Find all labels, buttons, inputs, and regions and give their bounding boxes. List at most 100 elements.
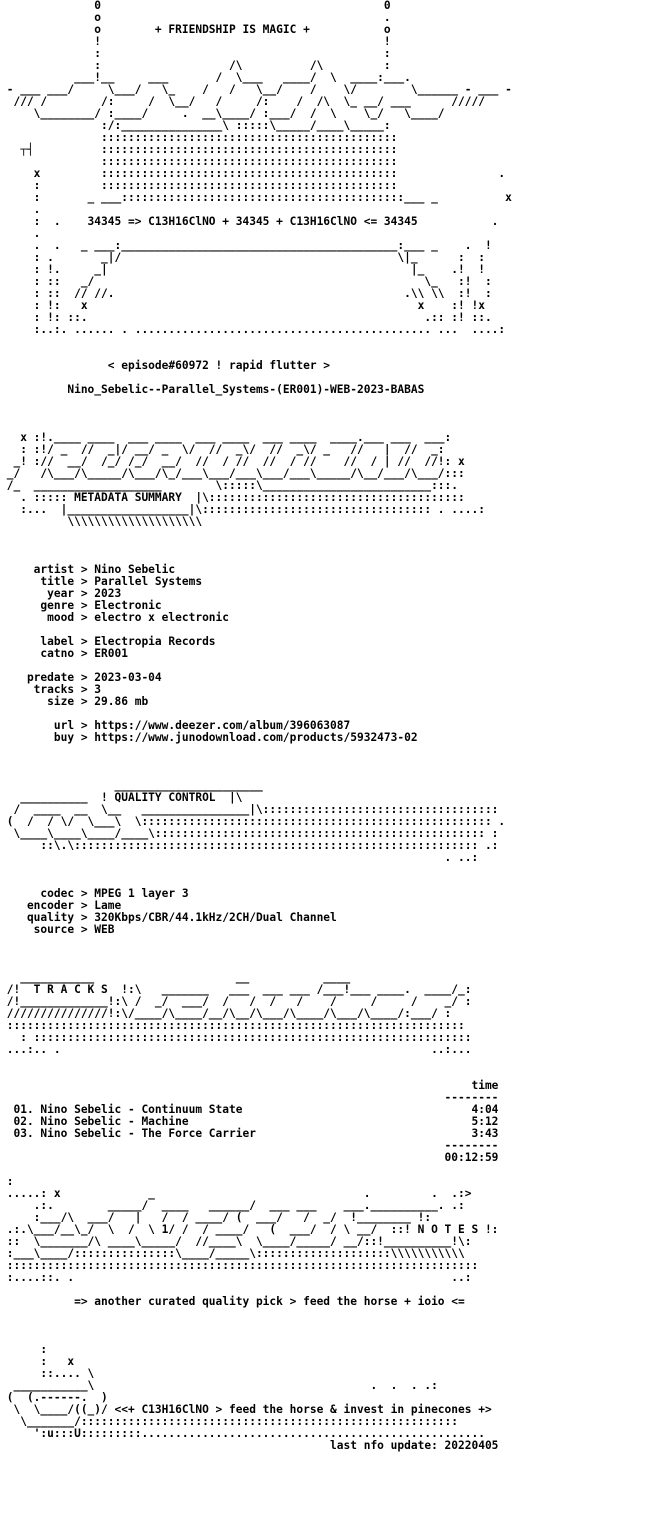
header-art-line: \________/ :____/ . __\____/ :___/ / \ \…: [0, 107, 445, 120]
blank-line: [0, 540, 648, 552]
blank-line: [0, 948, 648, 960]
header-art-line: ___!__ ___ / \___ ____/ \ ____:___.: [0, 71, 411, 84]
blank-line: [0, 1332, 648, 1344]
metadata-banner-line: x :!.____ ____ ___ ____ ___ ____ ___ ___…: [0, 431, 452, 444]
quality-banner-line: ::\.\:::::::::::::::::::::::::::::::::::…: [0, 839, 499, 852]
metadata-row: catno > ER001: [0, 647, 128, 660]
metadata-banner-line: /_ ___________________ \:::::\__________…: [0, 479, 459, 492]
footer-art-line: ':u:::U:::::::::........................…: [0, 1427, 485, 1440]
footer-art-line: ( (.------. ): [0, 1391, 108, 1404]
header-art-line: : _ ___:::::::::::::::::::::::::::::::::…: [0, 191, 512, 204]
blank-line: [0, 396, 648, 408]
header-art-line: : !: x x :! !x: [0, 299, 485, 312]
notes-banner-line: :....::. . ..:: [0, 1271, 472, 1284]
tracks-banner-line: : ::::::::::::::::::::::::::::::::::::::…: [0, 1031, 472, 1044]
header-art-line: ::::::::::::::::::::::::::::::::::::::::…: [0, 155, 398, 168]
blank-line: [0, 744, 648, 756]
tracks-banner-line: ///////////////!:\/____/\____/__/\__/\__…: [0, 1007, 452, 1020]
notes-banner-line: :___/\ ___/ | / / ____/ ( ___/ / _/ !___…: [0, 1211, 432, 1224]
blank-line: [0, 1308, 648, 1320]
metadata-row: artist > Nino Sebelic: [0, 563, 176, 576]
header-art-line: ! !: [0, 35, 391, 48]
header-art-line: x ::::::::::::::::::::::::::::::::::::::…: [0, 167, 506, 180]
footer-art-line: ::.... \: [0, 1367, 95, 1380]
metadata-row: mood > electro x electronic: [0, 611, 230, 624]
header-art-line: : :: _/ \_ :! :: [0, 275, 492, 288]
notes-banner-line: .:. _____/ ____ ______/ ___ ___ ___.____…: [0, 1199, 465, 1212]
header-art-line: o + FRIENDSHIP IS MAGIC + o: [0, 23, 391, 36]
release-dirname: Nino_Sebelic--Parallel_Systems-(ER001)-W…: [0, 383, 425, 396]
blank-line: [0, 1164, 648, 1176]
header-art-line: : . _|/ \|_ : :: [0, 251, 485, 264]
header-art-line: o .: [0, 11, 391, 24]
footer-art-line: \_______/:::::::::::::::::::::::::::::::…: [0, 1415, 459, 1428]
quality-banner-line: ______________________: [0, 779, 263, 792]
quality-banner-line: ( / / \/ \___\ \::::::::::::::::::::::::…: [0, 815, 506, 828]
quality-row: quality > 320Kbps/CBR/44.1kHz/2CH/Dual C…: [0, 911, 337, 924]
header-art-line: :/:_______________\ :::::\_____/____\___…: [0, 119, 391, 132]
track-row: 01. Nino Sebelic - Continuum State 4:04: [0, 1103, 499, 1116]
metadata-banner-line: \\\\\\\\\\\\\\\\\\\\: [0, 515, 203, 528]
tracks-banner-line: /!_____________!:\ / _/ ___/ / / / / / /…: [0, 995, 472, 1008]
footer-art-line: :: [0, 1343, 48, 1356]
header-art-line: 0 0: [0, 0, 391, 12]
header-art-line: : :: [0, 47, 391, 60]
metadata-row: title > Parallel Systems: [0, 575, 203, 588]
blank-line: [0, 1320, 648, 1332]
blank-line: [0, 336, 648, 348]
footer-art-line: \ \____/((_)/ <<+ C13H16ClNO > feed the …: [0, 1403, 492, 1416]
notes-banner-line: .....: x _ . . .:>: [0, 1187, 472, 1200]
header-art-line: :..:. ...... . .........................…: [0, 323, 506, 336]
blank-line: [0, 408, 648, 420]
metadata-banner-line: _/ /\___/\_____/\___/\_/___\___/___\___/…: [0, 467, 465, 480]
quality-banner-line: __________ ! QUALITY CONTROL |\: [0, 791, 243, 804]
metadata-row: buy > https://www.junodownload.com/produ…: [0, 731, 418, 744]
notes-banner-line: :___\____/:::::::::::::::\____/_____\:::…: [0, 1247, 465, 1260]
header-art-line: : /\ /\ :: [0, 59, 391, 72]
header-art-line: . . _ ___:______________________________…: [0, 239, 492, 252]
quality-row: encoder > Lame: [0, 899, 122, 912]
metadata-row: year > 2023: [0, 587, 122, 600]
blank-line: [0, 1056, 648, 1068]
notes-banner-line: :: \_______/\ ____\_____/ //____\ \____/…: [0, 1235, 472, 1248]
total-time: 00:12:59: [0, 1151, 499, 1164]
blank-line: [0, 528, 648, 540]
footer-art-line: ___________\ . . . .:: [0, 1379, 438, 1392]
notes-text: => another curated quality pick > feed t…: [0, 1295, 465, 1308]
nfo-document: 0 0 o . o + FRIENDSHIP IS MAGIC + o !: [0, 0, 648, 1452]
quality-banner-line: . ..:: [0, 851, 479, 864]
metadata-row: size > 29.86 mb: [0, 695, 149, 708]
time-header: time: [0, 1079, 499, 1092]
notes-banner-line: .:.\___/__\_/ \ / \ 1/ / / ____/ ( ___/ …: [0, 1223, 499, 1236]
header-art-line: ┬┤ :::::::::::::::::::::::::::::::::::::…: [0, 143, 398, 156]
notes-banner-line: :: [0, 1175, 14, 1188]
header-art-line: : :: // //. .\\ \\ :! :: [0, 287, 492, 300]
metadata-banner-line: : :!/ _ // _|/ __/ _ \/ // _\/ // _\/ _ …: [0, 443, 445, 456]
last-update: last nfo update: 20220405: [0, 1439, 499, 1452]
quality-banner-line: \____\____\____/____\:::::::::::::::::::…: [0, 827, 499, 840]
blank-line: [0, 864, 648, 876]
header-art-line: : ::::::::::::::::::::::::::::::::::::::…: [0, 179, 398, 192]
notes-banner-line: ::::::::::::::::::::::::::::::::::::::::…: [0, 1259, 479, 1272]
tracks-banner-line: /! T R A C K S !:\ _______ ___ ___ ___ /…: [0, 983, 472, 996]
metadata-row: url > https://www.deezer.com/album/39606…: [0, 719, 351, 732]
tracks-banner-line: ...:.. . ..:...: [0, 1043, 472, 1056]
tracks-banner-line: ___________ __ ____: [0, 971, 351, 984]
header-art-line: : . 34345 => C13H16ClNO + 34345 + C13H16…: [0, 215, 499, 228]
metadata-row: genre > Electronic: [0, 599, 162, 612]
quality-banner-line: / ____ __ \__ ________________|\::::::::…: [0, 803, 499, 816]
quality-row: codec > MPEG 1 layer 3: [0, 887, 189, 900]
header-art-line: .: [0, 203, 41, 216]
metadata-banner-line: :... |__________________|\::::::::::::::…: [0, 503, 485, 516]
blank-line: [0, 756, 648, 768]
footer-art-line: : x: [0, 1355, 75, 1368]
header-art-line: - ___ ___/ \___/ \_ / / \__/ / \/ \_____…: [0, 83, 512, 96]
header-art-line: /// / /: / \__/ / /: / /\ \_ __/ ___ ///…: [0, 95, 485, 108]
header-art-line: : !: ::. .:: :! ::.: [0, 311, 492, 324]
episode-line: < episode#60972 ! rapid flutter >: [0, 359, 331, 372]
metadata-banner-line: _! :// __/ /_/ /_/ __/ // / // // / // /…: [0, 455, 465, 468]
quality-row: source > WEB: [0, 923, 115, 936]
metadata-row: tracks > 3: [0, 683, 102, 696]
blank-line: [0, 936, 648, 948]
total-rule: --------: [0, 1139, 499, 1152]
